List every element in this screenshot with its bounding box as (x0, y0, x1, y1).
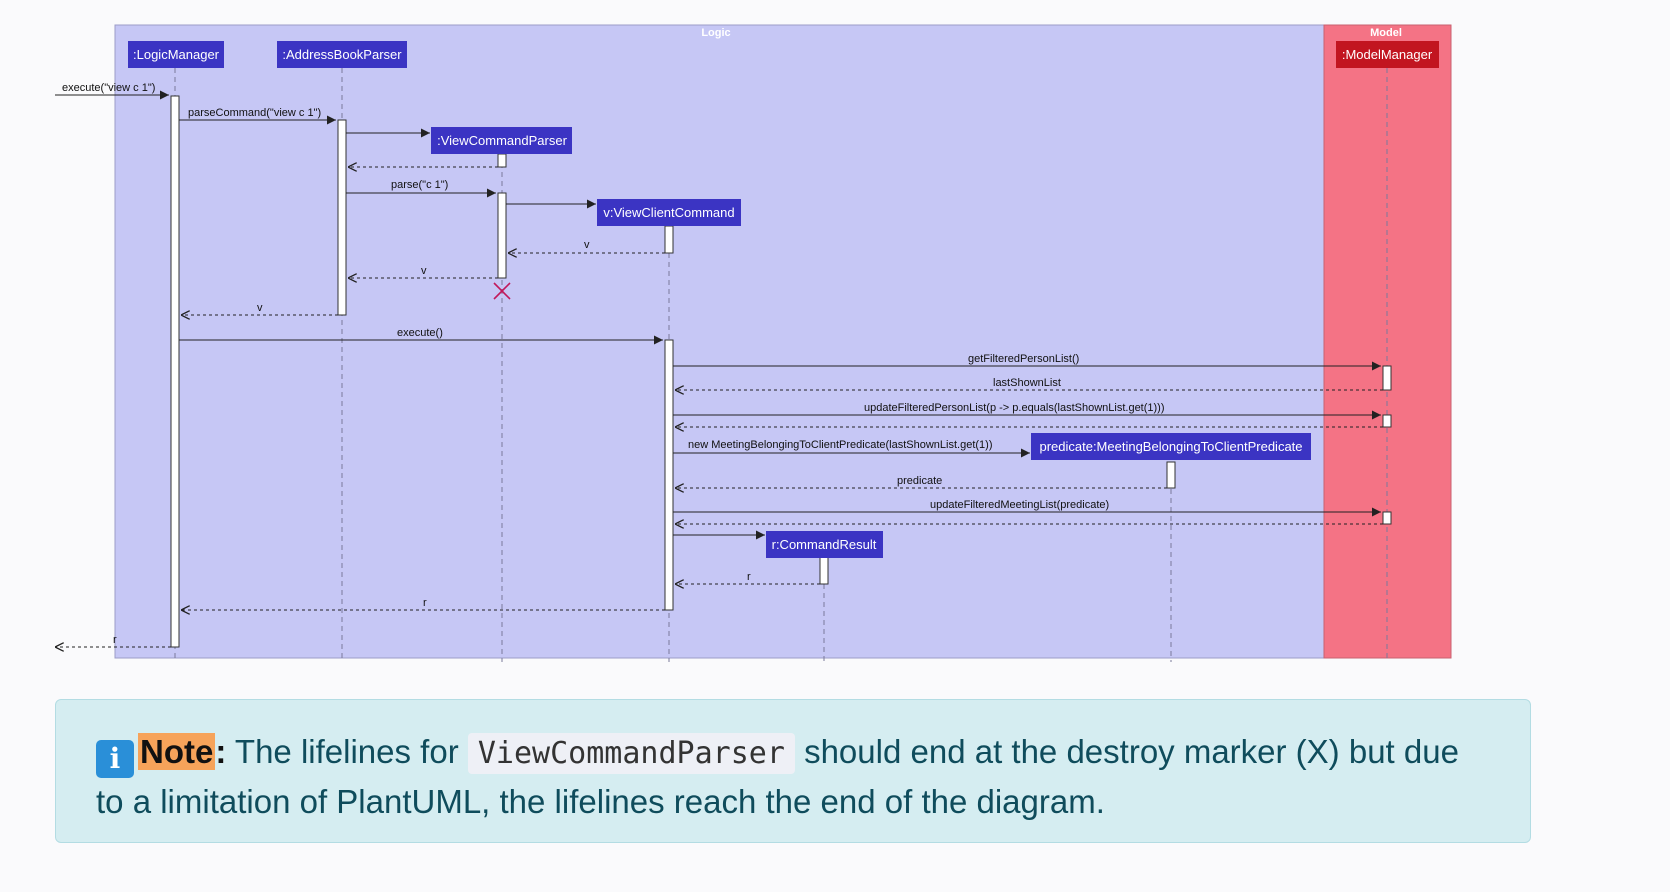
participant-view-command-parser (431, 127, 572, 154)
participant-view-client-command-label: v:ViewClientCommand (603, 205, 734, 220)
sequence-diagram: Logic Model :LogicManager :AddressBookPa… (55, 24, 1452, 662)
label-m3: parse("c 1") (391, 179, 448, 191)
participant-meeting-predicate-label: predicate:MeetingBelongingToClientPredic… (1039, 439, 1302, 454)
participant-address-book-parser-label: :AddressBookParser (282, 47, 402, 62)
activation-meeting-predicate (1166, 461, 1176, 489)
label-m16: r (113, 634, 117, 646)
participant-view-command-parser-label: :ViewCommandParser (437, 133, 567, 148)
participant-model-manager (1336, 41, 1439, 68)
note-label: Note (138, 733, 216, 770)
activation-logic-manager (170, 95, 180, 648)
label-m7: execute() (397, 327, 443, 339)
activation-model-manager-3 (1382, 511, 1392, 525)
participant-view-client-command (597, 199, 741, 226)
activation-view-client-command-1 (664, 225, 674, 254)
label-m5: v (421, 265, 427, 277)
note-colon: : (215, 733, 227, 770)
label-m9: lastShownList (993, 377, 1061, 389)
participant-meeting-predicate (1031, 433, 1311, 460)
label-m14: r (747, 571, 751, 583)
note-text-after: should end at the destroy marker (X) but… (96, 733, 1459, 820)
label-m12: predicate (897, 475, 942, 487)
label-m10: updateFilteredPersonList(p -> p.equals(l… (864, 402, 1165, 414)
activation-model-manager-2 (1382, 414, 1392, 428)
label-m11: new MeetingBelongingToClientPredicate(la… (688, 439, 993, 451)
activation-view-client-command-2 (664, 339, 674, 611)
label-m13: updateFilteredMeetingList(predicate) (930, 499, 1109, 511)
activation-address-book-parser (337, 119, 347, 316)
label-m4: v (584, 239, 590, 251)
participant-model-manager-label: :ModelManager (1342, 47, 1433, 62)
note-text-before: The lifelines for (234, 733, 459, 770)
logic-box-label: Logic (701, 27, 730, 39)
activation-view-command-parser-1 (497, 153, 507, 168)
destroy-marker (493, 282, 511, 300)
participant-logic-manager-label: :LogicManager (133, 47, 220, 62)
participant-command-result-label: r:CommandResult (772, 537, 877, 552)
participant-address-book-parser (277, 41, 407, 68)
activation-command-result (819, 556, 829, 585)
participant-logic-manager (128, 41, 224, 68)
activation-view-command-parser-2 (497, 192, 507, 279)
info-icon: i (96, 740, 134, 778)
note-code: ViewCommandParser (467, 733, 795, 774)
label-m15: r (423, 597, 427, 609)
label-m2: parseCommand("view c 1") (188, 107, 321, 119)
activation-model-manager-1 (1382, 365, 1392, 391)
label-m8: getFilteredPersonList() (968, 353, 1079, 365)
label-m1: execute("view c 1") (62, 82, 155, 94)
model-box-label: Model (1370, 27, 1402, 39)
logic-box (114, 24, 1325, 659)
label-m6: v (257, 302, 263, 314)
participant-command-result (766, 531, 883, 558)
